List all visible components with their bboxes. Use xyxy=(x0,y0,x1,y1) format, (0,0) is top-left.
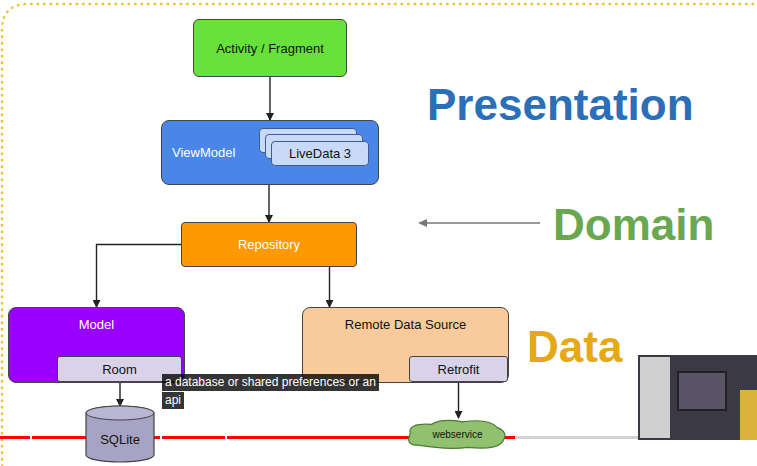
subtitle-line: api xyxy=(162,392,184,409)
node-text: Remote Data Source xyxy=(345,317,466,332)
remote-source-box: Remote Data SourceRetrofit xyxy=(302,307,509,383)
subtitle-line: a database or shared preferences or an xyxy=(162,374,379,391)
shape-outline xyxy=(86,406,154,462)
progress-gap xyxy=(30,436,32,439)
node-text: Repository xyxy=(238,237,300,252)
shape-outline xyxy=(409,420,505,448)
node-text: ViewModel xyxy=(172,145,235,160)
node-text: Model xyxy=(79,317,114,332)
thumbnail xyxy=(638,355,757,440)
connector-arrow xyxy=(268,185,269,222)
node-text: Retrofit xyxy=(438,362,480,377)
connector-arrow xyxy=(97,245,182,308)
text-holder: Retrofit xyxy=(410,357,507,381)
layer-heading: Data xyxy=(527,322,622,372)
node-text: Room xyxy=(102,362,137,377)
layer-heading: Domain xyxy=(553,200,714,250)
text-holder: Activity / Fragment xyxy=(194,20,346,76)
livedata-card: LiveData 3 xyxy=(271,141,369,166)
library-box: Retrofit xyxy=(409,356,508,382)
node-text: Activity / Fragment xyxy=(216,41,324,56)
dotted-frame xyxy=(2,4,757,466)
cylinder-top xyxy=(86,406,154,420)
connector-arrow xyxy=(119,382,120,406)
thumbnail-poster xyxy=(678,372,726,410)
repository-box: Repository xyxy=(181,222,357,267)
thumbnail-object xyxy=(740,390,757,440)
text-holder: LiveData 3 xyxy=(272,142,368,165)
viewmodel-box: ViewModel LiveData 3 xyxy=(161,120,379,185)
connector-arrow xyxy=(458,382,459,418)
connector-arrow xyxy=(269,77,270,120)
text-holder: webservice xyxy=(405,418,510,450)
view-box: Activity / Fragment xyxy=(193,19,347,77)
connector-arrow xyxy=(329,267,330,307)
node-text: webservice xyxy=(432,429,482,440)
leader-line xyxy=(424,222,540,223)
thumbnail-wall xyxy=(640,357,670,438)
layer-heading: Presentation xyxy=(427,80,694,130)
leader-arrowhead xyxy=(418,219,427,227)
database-cylinder: SQLite xyxy=(85,406,155,462)
model-box: ModelRoom xyxy=(8,307,185,383)
text-holder: SQLite xyxy=(85,406,155,462)
node-text: LiveData 3 xyxy=(289,146,351,161)
progress-gap xyxy=(225,436,227,439)
progress-gap xyxy=(160,436,162,439)
node-text: SQLite xyxy=(100,432,140,447)
text-holder: Repository xyxy=(182,223,356,266)
cloud-shape: webservice xyxy=(405,418,510,450)
